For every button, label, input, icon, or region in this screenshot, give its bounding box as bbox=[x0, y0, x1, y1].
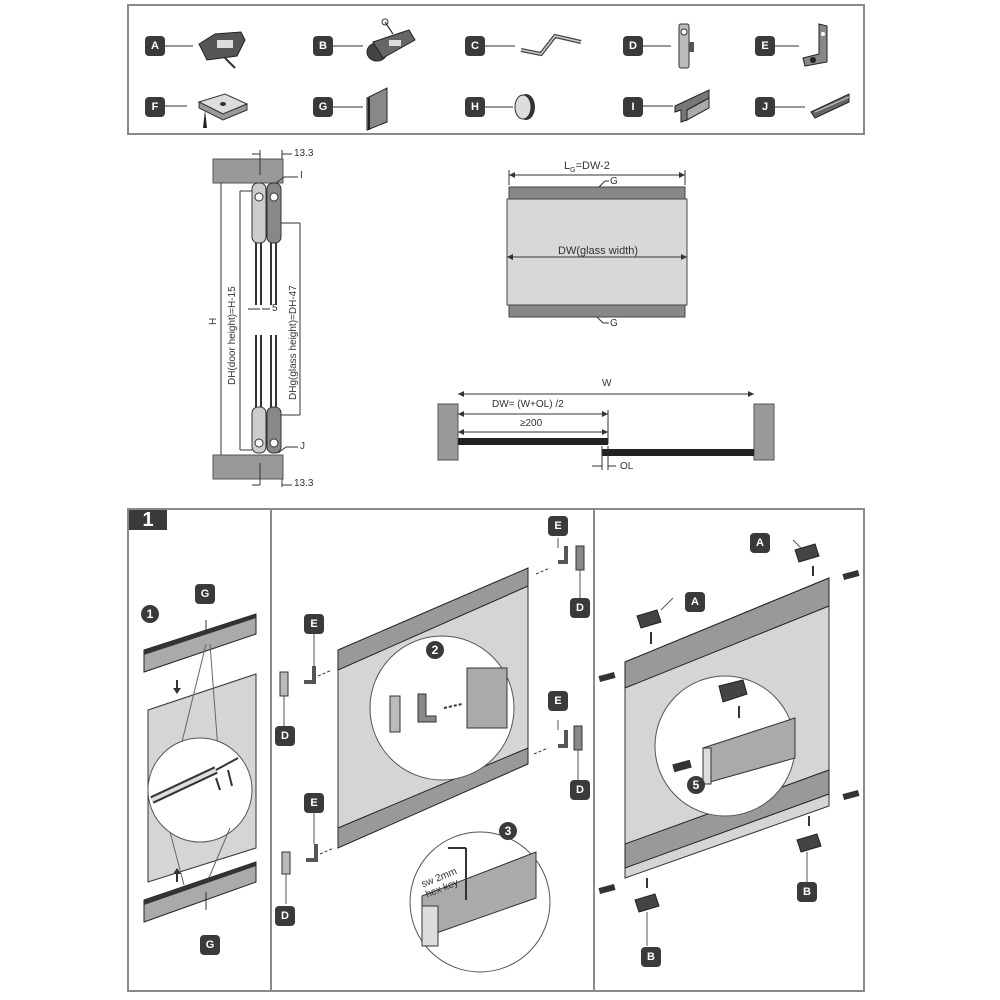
height-label: H bbox=[208, 317, 219, 325]
part-badge-j: J bbox=[755, 97, 775, 117]
min-width-label: ≥200 bbox=[520, 418, 543, 429]
ceiling-block bbox=[212, 158, 284, 184]
profile-length-label: LG=DW-2 bbox=[564, 160, 610, 174]
bottom-roller-carrier-icon bbox=[333, 18, 416, 62]
panel-divider-1 bbox=[270, 508, 272, 992]
panel3-badge-a-left: A bbox=[685, 592, 705, 612]
top-track-icon bbox=[643, 89, 710, 123]
total-width-label: W bbox=[602, 378, 612, 389]
substep-5-marker: 5 bbox=[687, 776, 705, 794]
top-profile-bar bbox=[508, 186, 686, 200]
part-badge-a: A bbox=[145, 36, 165, 56]
top-roller-carrier-icon bbox=[165, 31, 246, 69]
bottom-offset-label: 13.3 bbox=[294, 478, 314, 489]
floor-block bbox=[212, 454, 284, 480]
round-stopper-icon bbox=[485, 94, 535, 120]
panel2-badge-e-top-right: E bbox=[548, 516, 568, 536]
end-cap-icon bbox=[643, 23, 694, 69]
part-badge-h: H bbox=[465, 97, 485, 117]
parts-legend-frame bbox=[127, 4, 865, 135]
step-number-box: 1 bbox=[129, 510, 167, 530]
part-badge-b: B bbox=[313, 36, 333, 56]
right-wall bbox=[753, 403, 775, 461]
glass-height-label: DHg(glass height)=DH-47 bbox=[288, 285, 299, 400]
panel3-badge-b-right: B bbox=[797, 882, 817, 902]
angle-bracket-icon bbox=[775, 23, 828, 67]
bottom-track-icon bbox=[775, 93, 850, 119]
guide-plate-icon bbox=[165, 93, 249, 128]
glass-profile-icon bbox=[333, 87, 388, 131]
panel2-badge-d-left-top: D bbox=[275, 726, 295, 746]
profile-length-sub: G bbox=[570, 167, 576, 175]
top-offset-label: 13.3 bbox=[294, 148, 314, 159]
part-badge-g: G bbox=[313, 97, 333, 117]
substep-2-marker: 2 bbox=[426, 641, 444, 659]
part-badge-d: D bbox=[623, 36, 643, 56]
top-profile-label: G bbox=[610, 176, 618, 187]
part-badge-i: I bbox=[623, 97, 643, 117]
bracket-strip-icon bbox=[485, 33, 582, 57]
panel1-bottom-part-badge: G bbox=[200, 935, 220, 955]
part-badge-e: E bbox=[755, 36, 775, 56]
part-badge-f: F bbox=[145, 97, 165, 117]
bottom-profile-bar bbox=[508, 304, 686, 318]
gap-label: 5 bbox=[272, 303, 278, 314]
panel2-badge-e-left-bottom: E bbox=[304, 793, 324, 813]
panel2-drawing bbox=[279, 538, 585, 973]
overlap-plan-drawing bbox=[437, 391, 775, 470]
left-door-panel bbox=[458, 438, 608, 445]
door-width-formula: DW= (W+OL) /2 bbox=[492, 399, 564, 410]
substep-3-marker: 3 bbox=[499, 822, 517, 840]
profile-length-suffix: =DW-2 bbox=[575, 160, 610, 172]
glass-pane bbox=[506, 198, 688, 306]
door-height-label: DH(door height)=H-15 bbox=[227, 286, 238, 385]
panel3-drawing bbox=[598, 539, 860, 946]
panel1-top-part-badge: G bbox=[195, 584, 215, 604]
glass-front-drawing bbox=[506, 170, 688, 324]
left-wall bbox=[437, 403, 459, 461]
glass-width-label: DW(glass width) bbox=[558, 245, 639, 257]
profile-length-prefix: L bbox=[564, 160, 571, 172]
glue-gun-callout bbox=[147, 737, 253, 843]
panel2-badge-d-right-mid: D bbox=[570, 780, 590, 800]
side-section-drawing bbox=[212, 150, 301, 487]
part-badge-c: C bbox=[465, 36, 485, 56]
right-door-panel bbox=[602, 449, 754, 456]
panel1-drawing bbox=[143, 613, 257, 923]
panel-divider-2 bbox=[593, 508, 595, 992]
panel2-badge-d-left-bottom: D bbox=[275, 906, 295, 926]
substep-1-marker: 1 bbox=[141, 605, 159, 623]
panel3-badge-a-right: A bbox=[750, 533, 770, 553]
overlap-label: OL bbox=[620, 461, 634, 472]
top-track-label: I bbox=[300, 170, 303, 181]
panel2-badge-e-left-top: E bbox=[304, 614, 324, 634]
panel3-badge-b-left: B bbox=[641, 947, 661, 967]
panel2-badge-d-top-right: D bbox=[570, 598, 590, 618]
panel2-badge-e-right-mid: E bbox=[548, 691, 568, 711]
bottom-profile-label: G bbox=[610, 318, 618, 329]
bottom-track-label: J bbox=[300, 441, 305, 452]
